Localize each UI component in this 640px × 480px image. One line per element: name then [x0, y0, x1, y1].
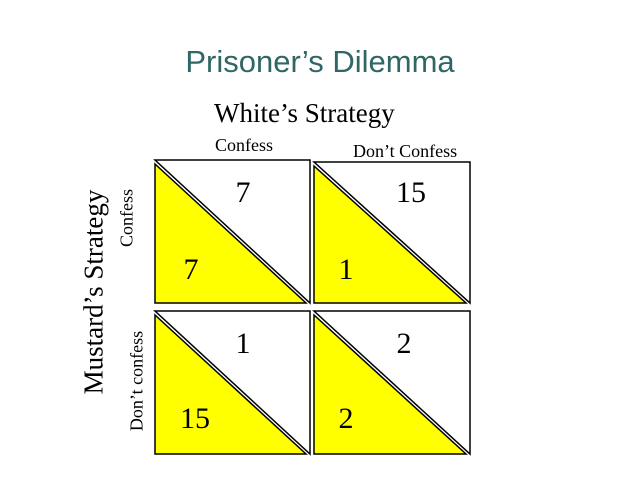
- row-payoff-triangle: [313, 313, 468, 455]
- row-payoff-triangle: [154, 162, 308, 304]
- row-payoff: 2: [339, 402, 354, 435]
- payoff-cell-confess-confess: 7 7: [153, 159, 311, 305]
- column-payoff: 1: [236, 327, 251, 360]
- column-strategy-dont-confess: Don’t Confess: [353, 141, 458, 161]
- slide-title: Prisoner’s Dilemma: [185, 44, 455, 79]
- column-payoff-triangle: [153, 310, 311, 456]
- column-strategy-confess: Confess: [215, 135, 273, 155]
- column-payoff-triangle: [312, 161, 471, 305]
- row-payoff: 15: [180, 402, 210, 435]
- row-payoff: 7: [184, 253, 199, 286]
- payoff-cell-dont-confess-confess: 1 15: [153, 310, 311, 456]
- column-payoff-triangle: [312, 310, 471, 456]
- column-player-label: White’s Strategy: [214, 98, 395, 128]
- payoff-cell-dont-confess-dont-confess: 2 2: [312, 310, 471, 456]
- column-payoff-triangle: [153, 159, 311, 305]
- row-payoff-triangle: [154, 313, 308, 455]
- payoff-cell-confess-dont-confess: 15 1: [312, 161, 471, 305]
- column-payoff: 15: [396, 176, 426, 209]
- row-payoff-triangle: [313, 164, 468, 304]
- column-payoff: 7: [236, 176, 251, 209]
- row-payoff: 1: [339, 253, 354, 286]
- column-payoff: 2: [397, 327, 412, 360]
